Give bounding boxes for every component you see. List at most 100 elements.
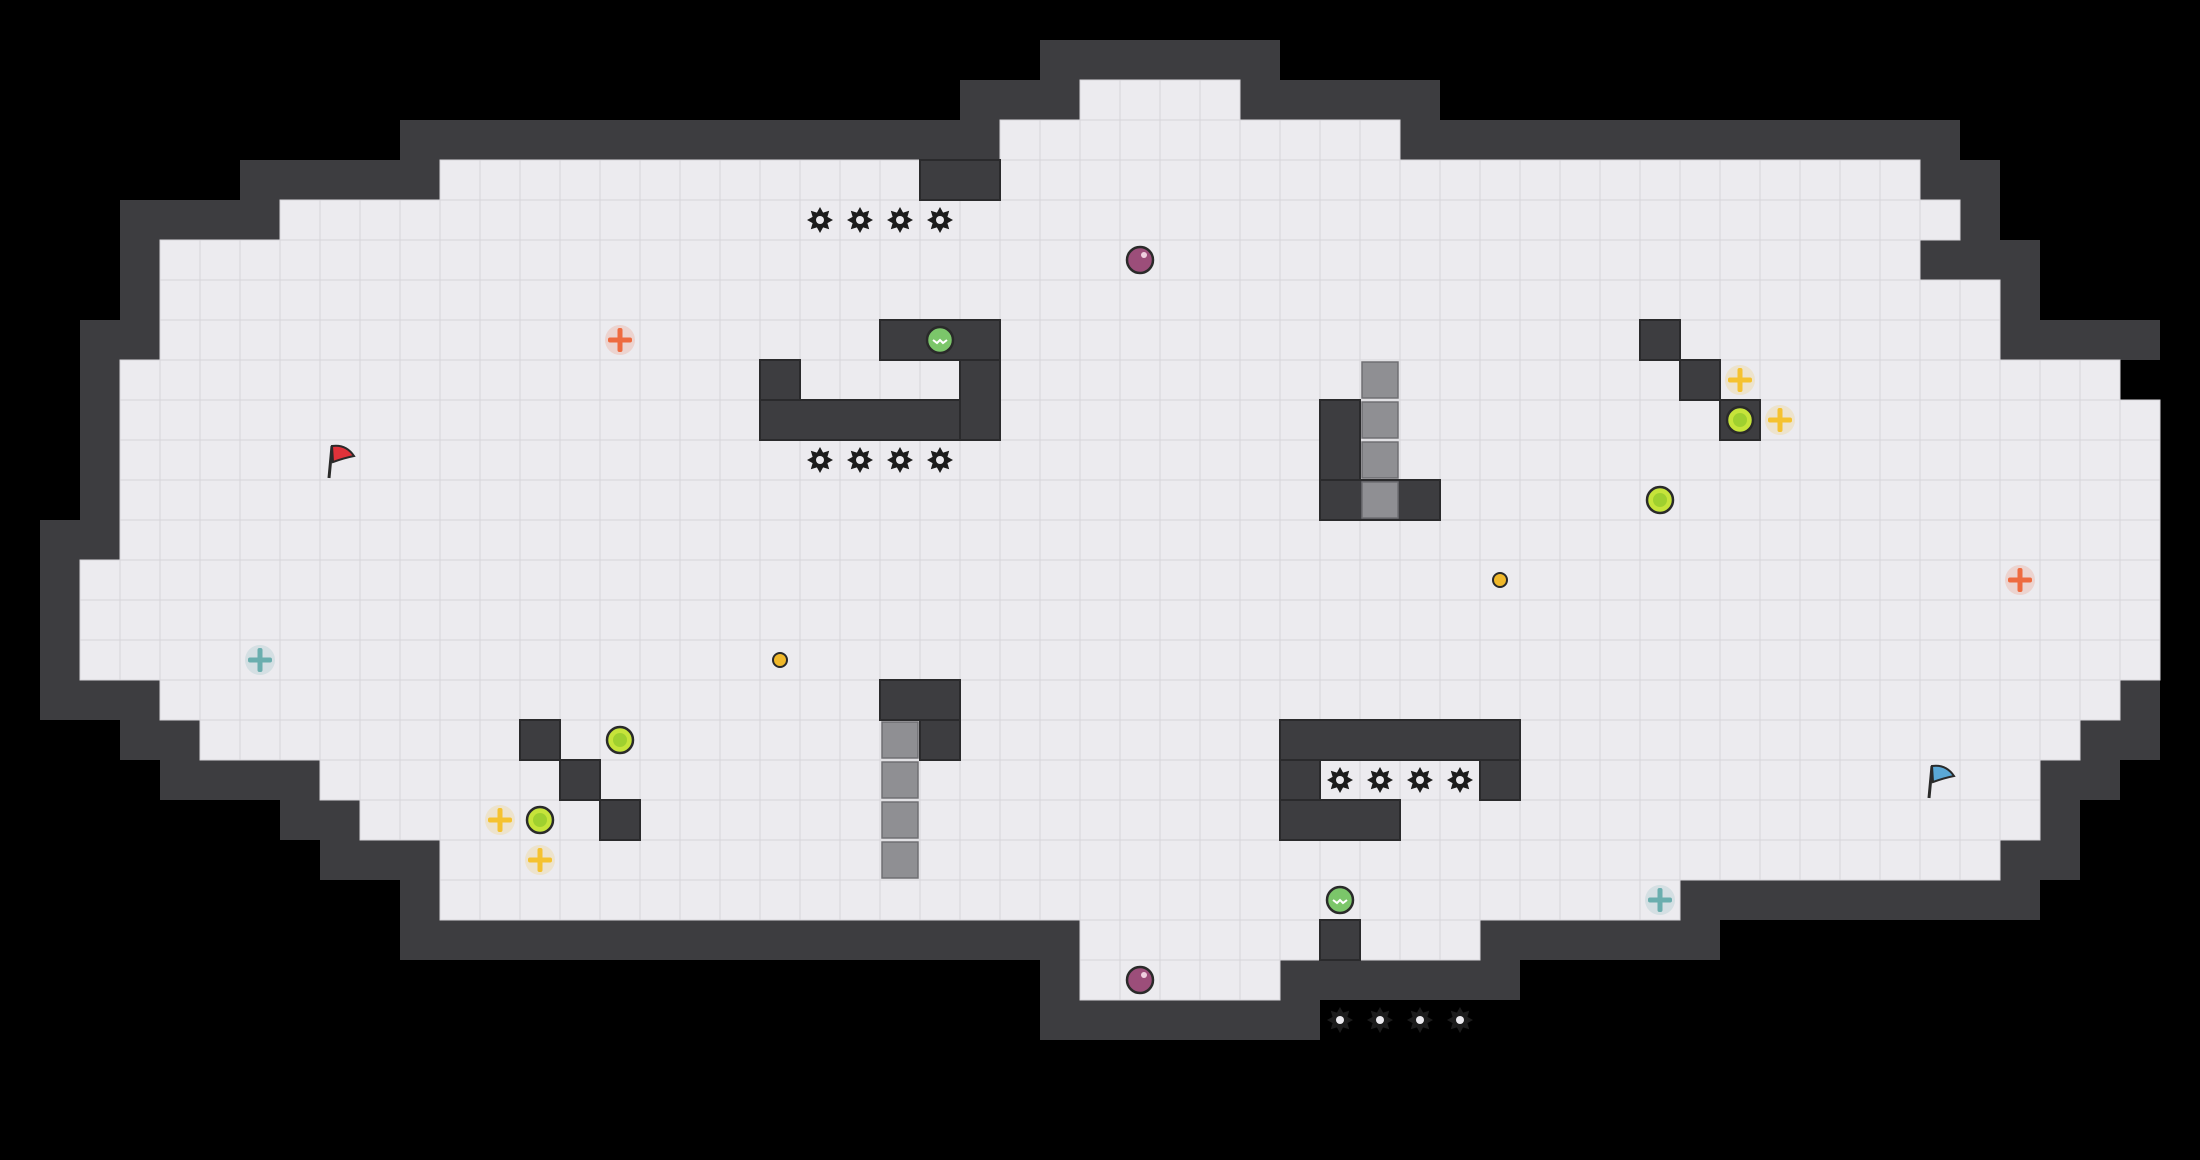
- wall-block: [240, 160, 280, 200]
- floor-tile: [879, 879, 921, 921]
- floor-tile: [1759, 839, 1801, 881]
- floor-tile: [959, 239, 1001, 281]
- floor-tile: [1079, 519, 1121, 561]
- floor-tile: [1559, 199, 1601, 241]
- floor-tile: [239, 479, 281, 521]
- floor-tile: [1599, 599, 1641, 641]
- grate-tile: [1361, 361, 1399, 399]
- floor-tile: [559, 519, 601, 561]
- floor-tile: [1639, 679, 1681, 721]
- floor-tile: [1639, 599, 1681, 641]
- floor-tile: [599, 639, 641, 681]
- floor-tile: [919, 239, 961, 281]
- floor-tile: [959, 479, 1001, 521]
- wall-block: [80, 680, 120, 720]
- floor-tile: [1639, 279, 1681, 321]
- floor-tile: [1359, 839, 1401, 881]
- floor-tile: [2079, 639, 2121, 681]
- floor-tile: [1959, 439, 2001, 481]
- spike-icon: [1367, 767, 1393, 793]
- floor-tile: [119, 559, 161, 601]
- floor-tile: [319, 279, 361, 321]
- floor-tile: [1519, 479, 1561, 521]
- floor-tile: [559, 799, 601, 841]
- blue-flag-icon[interactable]: [1927, 764, 1956, 799]
- floor-tile: [679, 879, 721, 921]
- floor-tile: [1479, 639, 1521, 681]
- floor-tile: [1039, 759, 1081, 801]
- floor-tile: [1359, 679, 1401, 721]
- floor-tile: [319, 319, 361, 361]
- wall-block: [880, 920, 920, 960]
- floor-tile: [1079, 159, 1121, 201]
- floor-tile: [479, 719, 521, 761]
- wall-block: [1880, 880, 1920, 920]
- floor-tile: [359, 359, 401, 401]
- floor-tile: [1519, 399, 1561, 441]
- floor-tile: [1959, 319, 2001, 361]
- floor-tile: [1799, 639, 1841, 681]
- wall-block: [1520, 920, 1560, 960]
- floor-tile: [1799, 479, 1841, 521]
- floor-tile: [1039, 319, 1081, 361]
- floor-tile: [1439, 519, 1481, 561]
- floor-tile: [1399, 319, 1441, 361]
- wall-block: [1600, 920, 1640, 960]
- floor-tile: [359, 319, 401, 361]
- floor-tile: [1119, 919, 1161, 961]
- floor-tile: [599, 559, 641, 601]
- floor-tile: [1599, 319, 1641, 361]
- floor-tile: [119, 399, 161, 441]
- floor-tile: [199, 439, 241, 481]
- floor-tile: [1559, 319, 1601, 361]
- floor-tile: [359, 439, 401, 481]
- floor-tile: [639, 639, 681, 681]
- floor-tile: [999, 719, 1041, 761]
- floor-tile: [1319, 359, 1361, 401]
- floor-tile: [1839, 599, 1881, 641]
- wall-block: [1960, 240, 2000, 280]
- floor-tile: [1239, 679, 1281, 721]
- floor-tile: [399, 319, 441, 361]
- floor-tile: [1799, 839, 1841, 881]
- floor-tile: [1479, 199, 1521, 241]
- floor-tile: [1519, 719, 1561, 761]
- floor-tile: [1399, 519, 1441, 561]
- floor-tile: [1759, 319, 1801, 361]
- floor-tile: [599, 359, 641, 401]
- wall-block: [600, 120, 640, 160]
- floor-tile: [1199, 519, 1241, 561]
- floor-tile: [839, 639, 881, 681]
- floor-tile: [1639, 639, 1681, 681]
- wall-block: [1760, 120, 1800, 160]
- floor-tile: [399, 759, 441, 801]
- floor-tile: [279, 399, 321, 441]
- floor-tile: [1199, 79, 1241, 121]
- red-flag-icon[interactable]: [327, 444, 356, 479]
- floor-tile: [559, 279, 601, 321]
- wall-block: [1040, 920, 1080, 960]
- floor-tile: [2119, 479, 2161, 521]
- floor-tile: [679, 839, 721, 881]
- floor-tile: [479, 559, 521, 601]
- floor-tile: [399, 239, 441, 281]
- wall-block: [2040, 840, 2080, 880]
- floor-tile: [799, 359, 841, 401]
- floor-tile: [1559, 639, 1601, 681]
- floor-tile: [1159, 639, 1201, 681]
- floor-tile: [1359, 639, 1401, 681]
- floor-tile: [959, 799, 1001, 841]
- floor-tile: [1239, 199, 1281, 241]
- floor-tile: [639, 439, 681, 481]
- floor-tile: [1919, 199, 1961, 241]
- floor-tile: [919, 799, 961, 841]
- floor-tile: [759, 679, 801, 721]
- wall-block: [2120, 320, 2160, 360]
- floor-tile: [1119, 199, 1161, 241]
- floor-tile: [1839, 199, 1881, 241]
- floor-tile: [1559, 679, 1601, 721]
- floor-tile: [1439, 159, 1481, 201]
- floor-tile: [1679, 399, 1721, 441]
- floor-tile: [599, 839, 641, 881]
- spike-icon: [1447, 1007, 1473, 1033]
